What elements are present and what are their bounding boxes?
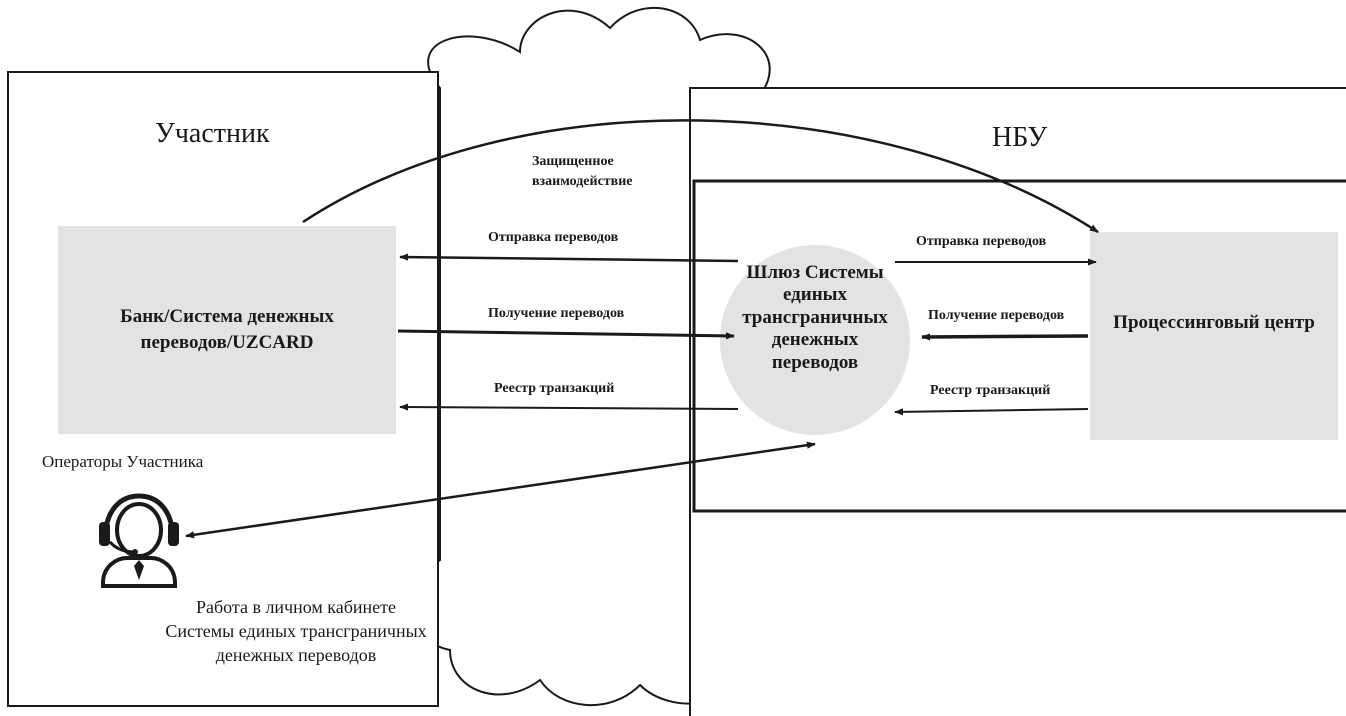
right-receive-arrow — [921, 333, 1089, 341]
nbu-title: НБУ — [992, 122, 1048, 153]
secure-link-label: Защищенное взаимодействие — [532, 154, 633, 190]
work-cabinet-label: Работа в личном кабинете Системы единых … — [165, 597, 427, 665]
secure-link-arc — [302, 119, 1099, 234]
left-registry-arrow — [399, 403, 739, 411]
bank-box — [58, 226, 396, 434]
participant-title: Участник — [155, 118, 270, 149]
operator-headset-icon — [99, 493, 179, 588]
nbu-inner-boundary — [692, 179, 1346, 513]
left-registry-label: Реестр транзакций — [494, 381, 615, 396]
left-receive-arrow — [397, 329, 735, 340]
left-send-arrow — [399, 253, 739, 263]
gateway-circle — [720, 245, 910, 435]
right-registry-arrow — [894, 408, 1089, 416]
left-receive-label: Получение переводов — [488, 306, 625, 321]
processing-center-label: Процессинговый центр — [1113, 312, 1315, 333]
processing-center-box — [1090, 232, 1338, 440]
right-registry-label: Реестр транзакций — [930, 383, 1051, 398]
right-receive-label: Получение переводов — [928, 308, 1065, 323]
operators-label: Операторы Участника — [42, 452, 204, 471]
gateway-label: Шлюз Системы единых трансграничных денеж… — [742, 262, 888, 373]
left-send-label: Отправка переводов — [488, 230, 619, 245]
right-send-label: Отправка переводов — [916, 234, 1047, 249]
operators-gateway-arrow — [185, 441, 816, 539]
bank-box-label: Банк/Система денежных переводов/UZCARD — [120, 306, 334, 353]
